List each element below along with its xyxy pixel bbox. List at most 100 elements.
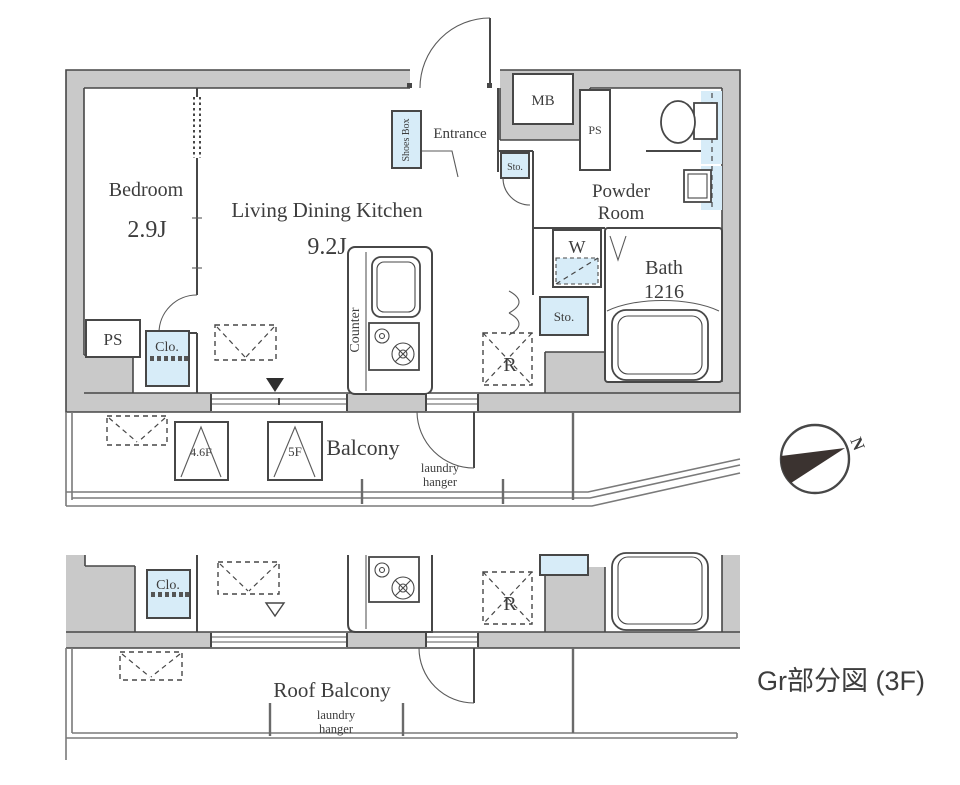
lower-balcony-door (418, 633, 479, 704)
ldk-label: Living Dining Kitchen (231, 198, 423, 222)
bath-size: 1216 (644, 281, 684, 303)
hatch-box-46f-label: 4.6F (190, 445, 212, 459)
furniture-diagonal (216, 326, 246, 358)
roof-balcony-area (65, 648, 738, 760)
bath-door-fold-mark (609, 235, 627, 262)
wall-segment (66, 88, 84, 355)
washer-pan-outline (555, 257, 599, 285)
lower-closet-label: Clo. (156, 578, 180, 593)
washbasin-inner (687, 173, 708, 199)
entrance-door (407, 17, 500, 89)
furniture-diagonal (245, 326, 275, 358)
lower-mid-storage (539, 554, 589, 576)
stove-burner-small (374, 328, 390, 344)
wall-segment (66, 70, 410, 88)
bedroom-door-swing-arc (158, 294, 198, 334)
bathtub (611, 309, 709, 381)
bathroom (604, 227, 723, 383)
hall-storage-label: Sto. (507, 162, 523, 173)
counter-label: Counter (348, 307, 363, 352)
lower-kitchen (347, 555, 433, 633)
lower-plan-fixtures (146, 552, 709, 704)
labels: Bedroom 2.9J Living Dining Kitchen 9.2J … (104, 93, 925, 736)
balcony-door (416, 394, 479, 469)
door-hinge-mark (487, 83, 492, 88)
window-center-marker (266, 378, 284, 392)
furniture-dashed-box (214, 324, 277, 361)
wall-segment (66, 393, 211, 412)
refrigerator-outline (482, 332, 533, 386)
lower-closet-hanger-dashes (151, 592, 189, 597)
wall-segment (722, 88, 740, 393)
lower-refrigerator-space (482, 571, 533, 625)
outer-wall-edge (65, 69, 741, 413)
balcony-laundry-label-2: hanger (423, 475, 458, 489)
hall-storage (500, 152, 531, 206)
washer-label: W (569, 237, 586, 257)
hatch-box-5f-label: 5F (288, 444, 302, 459)
wall-segment (605, 382, 722, 393)
toilet-bowl (660, 100, 696, 144)
ldk-size: 9.2J (307, 234, 346, 260)
bedroom-label: Bedroom (109, 179, 184, 201)
pipe-space-top-box (579, 89, 611, 171)
compass-needle (780, 448, 845, 483)
lower-furniture-dashed-box (217, 561, 280, 595)
wall-segment (545, 352, 605, 393)
bath-counter-curve (606, 300, 720, 312)
stove-burner-large (391, 342, 415, 366)
washer-space (552, 229, 602, 288)
hatch-box-46f (174, 421, 229, 481)
wall-segment (66, 355, 133, 393)
roof-laundry-label-2: hanger (319, 722, 354, 736)
lower-door-swing-arc (418, 647, 475, 704)
hall-storage-box (500, 152, 530, 179)
bedroom-size: 2.9J (127, 217, 166, 243)
shoes-box-label: Shoes Box (401, 118, 412, 161)
roof-balcony-label: Roof Balcony (273, 678, 391, 702)
hatch-box-5f (267, 421, 323, 481)
shoes-box (391, 110, 422, 169)
refrigerator-diagonal (482, 332, 533, 386)
refrigerator-label: R (503, 354, 517, 376)
storage-door-swing-arc (502, 177, 531, 206)
lower-plan-walls (66, 555, 740, 649)
washbasin (683, 166, 722, 210)
powder-room-label-1: Powder (592, 181, 651, 202)
meter-box-label: MB (531, 93, 554, 109)
kitchen (347, 246, 433, 395)
door-opening (426, 394, 478, 411)
kitchen-sink (371, 256, 421, 318)
stove-burner-small-center (378, 332, 386, 340)
pipe-space-left-box (85, 319, 141, 358)
closet-label: Clo. (155, 340, 179, 355)
entrance-label: Entrance (433, 126, 487, 142)
entrance-door-swing-arc (419, 17, 491, 89)
outer-walls (65, 69, 741, 413)
stove-burner-spokes (394, 345, 412, 363)
washer-pan (556, 258, 598, 284)
compass-north-label: N (846, 435, 868, 454)
bath-label: Bath (645, 257, 683, 279)
wall-segment (478, 393, 740, 412)
furniture-outline (214, 324, 277, 361)
wall-segment (347, 393, 426, 412)
lower-window (210, 633, 348, 647)
mid-storage-box (539, 296, 589, 336)
roof-laundry-label-1: laundry (317, 708, 356, 722)
meter-box (512, 73, 574, 125)
closet-hanger-dashes (150, 356, 188, 361)
entrance-step-edge (421, 150, 459, 178)
stove-burner-large-center (398, 349, 408, 359)
lower-closet (146, 569, 191, 619)
lower-refrigerator-label: R (503, 593, 517, 615)
mid-storage-label: Sto. (554, 309, 575, 324)
entrance-opening (410, 70, 500, 88)
pipe-space-left-label: PS (104, 330, 123, 349)
mid-storage (508, 290, 589, 336)
folding-door-mark (508, 290, 520, 336)
closet (145, 330, 190, 387)
figure-caption: Gr部分図 (3F) (757, 666, 925, 696)
